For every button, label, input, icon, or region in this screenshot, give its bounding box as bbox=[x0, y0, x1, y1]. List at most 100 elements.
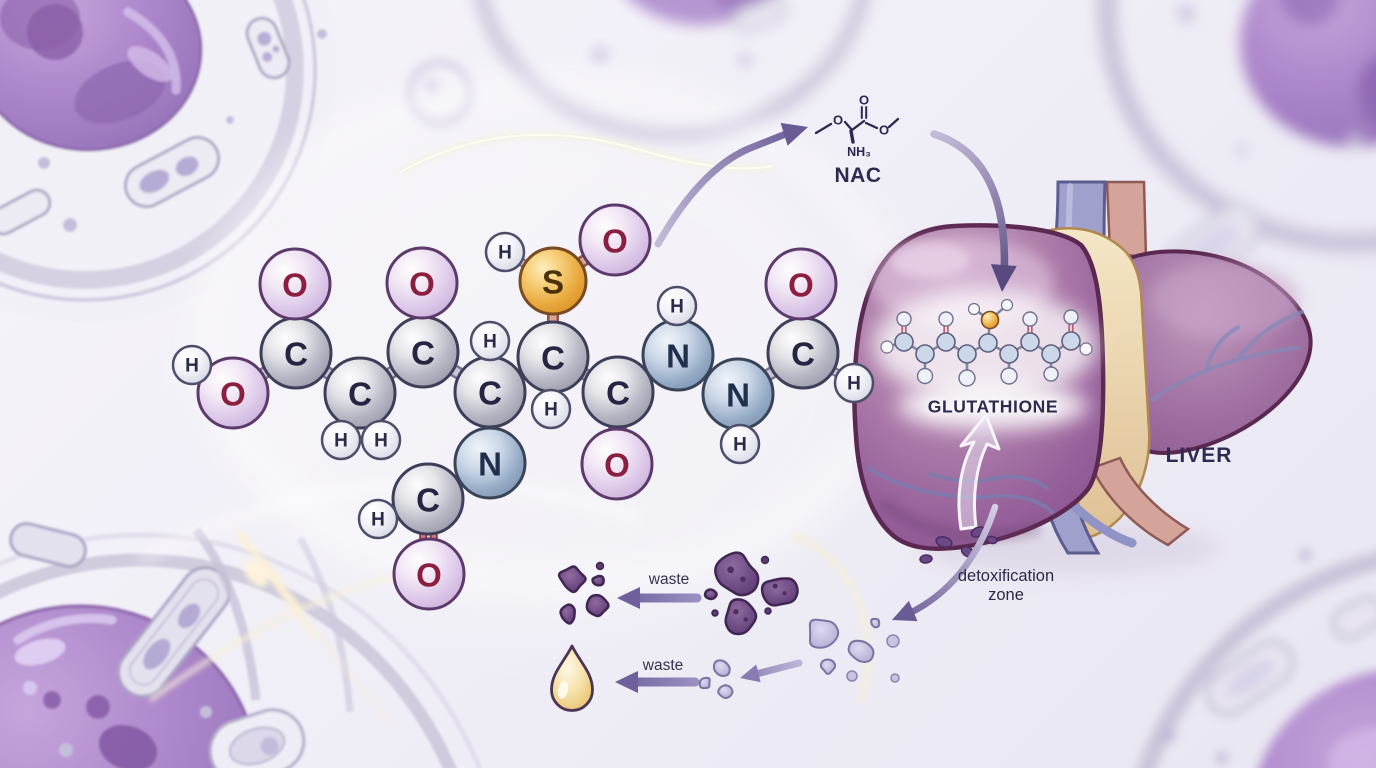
atom-C: C bbox=[516, 320, 590, 394]
detox-zone-line1: detoxification bbox=[957, 567, 1055, 585]
atom-O: O bbox=[764, 247, 838, 321]
atom-H: H bbox=[484, 231, 526, 273]
mini-atom bbox=[938, 311, 954, 327]
light-waste-dot bbox=[886, 634, 900, 648]
light-waste-blob bbox=[698, 676, 711, 690]
waste-products bbox=[550, 551, 900, 712]
svg-text:N: N bbox=[478, 446, 502, 483]
svg-text:H: H bbox=[374, 431, 388, 452]
up-arrow-into-liver bbox=[957, 413, 1001, 531]
cell-top-right bbox=[1097, 0, 1376, 291]
atom-O: O bbox=[580, 427, 654, 501]
cell-bottom-right bbox=[1137, 549, 1376, 768]
mini-atom bbox=[958, 369, 976, 387]
mini-atom bbox=[880, 340, 894, 354]
svg-text:H: H bbox=[733, 435, 747, 456]
light-waste-dot bbox=[890, 673, 900, 683]
nac-formula-atom-label: O bbox=[879, 123, 889, 138]
mini-atom bbox=[1022, 311, 1038, 327]
atom-O: O bbox=[258, 247, 332, 321]
waste-arrow-bottom bbox=[615, 670, 700, 694]
atom-N: N bbox=[453, 426, 527, 500]
mini-atom bbox=[978, 333, 998, 353]
arrow-liver-to-waste bbox=[892, 503, 999, 622]
svg-text:N: N bbox=[726, 377, 750, 414]
svg-text:H: H bbox=[483, 332, 497, 353]
mini-atom bbox=[896, 311, 912, 327]
mini-atom bbox=[936, 332, 956, 352]
nac-formula-atom-label: O bbox=[859, 93, 869, 108]
mini-atom bbox=[1020, 332, 1040, 352]
pathway-arrows bbox=[615, 122, 1017, 694]
atom-H: H bbox=[656, 285, 698, 327]
mini-atom bbox=[1000, 298, 1014, 312]
svg-text:H: H bbox=[498, 243, 512, 264]
waste-arrow-top bbox=[617, 586, 702, 610]
svg-text:H: H bbox=[544, 400, 558, 421]
atom-C: C bbox=[581, 355, 655, 429]
atom-H: H bbox=[357, 498, 399, 540]
atom-H: H bbox=[833, 362, 875, 404]
atom-C: C bbox=[386, 315, 460, 389]
detox-zone-line2: zone bbox=[988, 586, 1024, 604]
mini-atom bbox=[1061, 331, 1081, 351]
svg-text:O: O bbox=[409, 266, 435, 303]
mini-atom bbox=[1000, 367, 1018, 385]
atom-O: O bbox=[392, 537, 466, 611]
dark-waste-blob bbox=[585, 593, 610, 618]
light-waste-blob bbox=[712, 659, 731, 677]
liver-label: LIVER bbox=[1165, 444, 1233, 467]
glutathione-mini-molecule bbox=[880, 298, 1093, 387]
dark-waste-blob bbox=[703, 588, 718, 601]
detox-zone-label: detoxification zone bbox=[958, 567, 1054, 605]
atom-H: H bbox=[320, 419, 362, 461]
toxin-particle bbox=[919, 554, 933, 564]
svg-text:H: H bbox=[185, 356, 199, 377]
light-waste-blob bbox=[870, 617, 881, 629]
svg-text:O: O bbox=[416, 557, 442, 594]
nac-label: NAC bbox=[834, 164, 882, 187]
dark-waste-dot bbox=[711, 609, 719, 617]
svg-text:H: H bbox=[847, 374, 861, 395]
dark-waste-blob bbox=[559, 603, 576, 625]
light-waste-blob bbox=[808, 618, 840, 649]
atom-O: O bbox=[578, 203, 652, 277]
dark-waste-blob bbox=[557, 565, 587, 594]
atom-C: C bbox=[259, 316, 333, 390]
mini-atom bbox=[1041, 344, 1061, 364]
mini-atom bbox=[894, 332, 914, 352]
svg-text:N: N bbox=[666, 338, 690, 375]
atom-C: C bbox=[453, 355, 527, 429]
arrow-to-nac bbox=[654, 122, 808, 248]
mini-atom bbox=[1063, 309, 1079, 325]
waste-label-top: waste bbox=[648, 571, 690, 588]
atom-S: S bbox=[518, 246, 588, 316]
mini-atom bbox=[967, 302, 981, 316]
svg-text:C: C bbox=[416, 482, 440, 519]
svg-text:C: C bbox=[411, 335, 435, 372]
waste-label-bottom: waste bbox=[642, 657, 684, 674]
mini-atom bbox=[1079, 342, 1093, 356]
nac-formula-atom-label: O bbox=[833, 113, 843, 128]
atom-H: H bbox=[530, 388, 572, 430]
svg-text:C: C bbox=[284, 336, 308, 373]
liver-illustration bbox=[852, 180, 1313, 574]
light-waste-blob bbox=[847, 639, 875, 663]
svg-text:C: C bbox=[541, 340, 565, 377]
atom-H: H bbox=[360, 419, 402, 461]
svg-text:H: H bbox=[670, 297, 684, 318]
svg-text:C: C bbox=[606, 375, 630, 412]
dark-waste-blob bbox=[760, 577, 799, 607]
dark-waste-dot bbox=[760, 555, 770, 565]
svg-text:O: O bbox=[602, 223, 628, 260]
bile-droplet bbox=[550, 644, 594, 712]
mini-atom bbox=[999, 344, 1019, 364]
dark-waste-dot bbox=[764, 607, 772, 615]
dark-waste-blob bbox=[591, 574, 606, 587]
light-waste-blob bbox=[717, 684, 734, 699]
atom-O: O bbox=[196, 356, 270, 430]
